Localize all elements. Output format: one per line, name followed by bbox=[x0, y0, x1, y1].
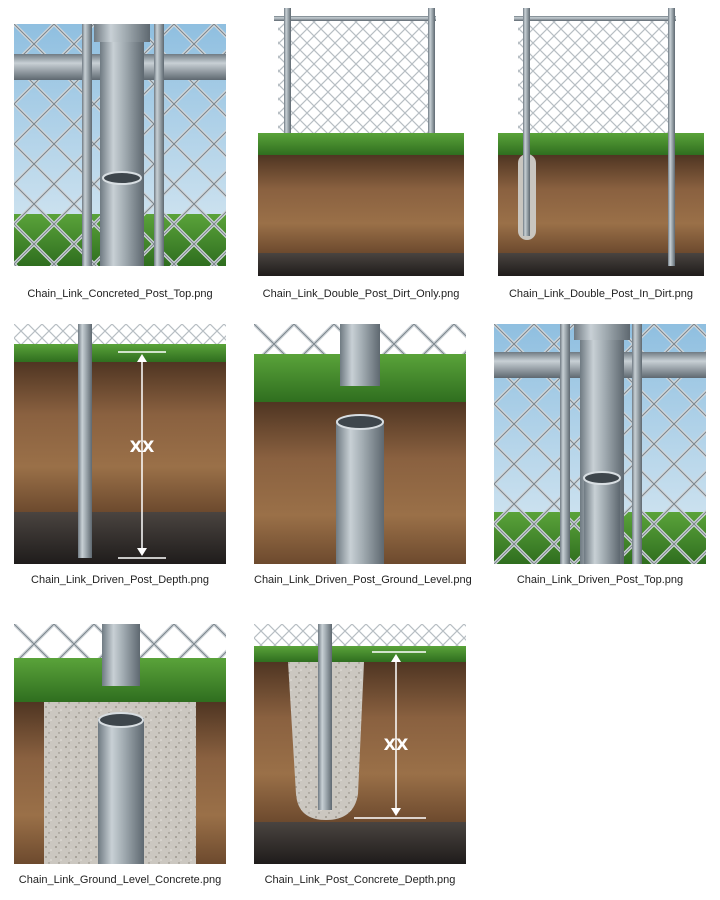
image-thumbnail[interactable] bbox=[258, 8, 464, 278]
post-ground-level-illustration bbox=[254, 324, 466, 564]
image-thumbnail[interactable] bbox=[14, 24, 226, 266]
image-thumbnail[interactable] bbox=[498, 8, 704, 278]
image-filename: Chain_Link_Double_Post_In_Dirt.png bbox=[508, 288, 694, 300]
concrete-depth-illustration: XX bbox=[254, 624, 466, 864]
fence-post-top-illustration bbox=[14, 24, 226, 266]
image-filename: Chain_Link_Concreted_Post_Top.png bbox=[27, 288, 213, 300]
post-depth-illustration: XX bbox=[14, 324, 226, 564]
image-thumbnail[interactable] bbox=[14, 624, 226, 864]
gallery-item-double-post-in-dirt[interactable]: Chain_Link_Double_Post_In_Dirt.png bbox=[498, 8, 704, 304]
image-thumbnail[interactable]: XX bbox=[254, 624, 466, 864]
image-filename: Chain_Link_Post_Concrete_Depth.png bbox=[264, 874, 456, 886]
gallery-item-post-concrete-depth[interactable]: XX Chain_Link_Post_Concrete_Depth.png bbox=[254, 624, 466, 888]
image-filename: Chain_Link_Driven_Post_Ground_Level.png bbox=[254, 574, 472, 586]
image-filename: Chain_Link_Driven_Post_Top.png bbox=[516, 574, 684, 586]
image-thumbnail[interactable]: XX bbox=[14, 324, 226, 564]
depth-label: XX bbox=[130, 437, 155, 456]
gallery-item-concreted-post-top[interactable]: Chain_Link_Concreted_Post_Top.png bbox=[14, 24, 226, 304]
gallery-item-driven-post-top[interactable]: Chain_Link_Driven_Post_Top.png bbox=[494, 324, 706, 588]
depth-label: XX bbox=[384, 735, 409, 754]
fence-post-top-illustration bbox=[494, 324, 706, 564]
concrete-footing-illustration bbox=[14, 624, 226, 864]
fence-cross-section-illustration bbox=[498, 8, 704, 278]
image-thumbnail[interactable] bbox=[254, 324, 466, 564]
gallery-item-driven-post-ground-level[interactable]: Chain_Link_Driven_Post_Ground_Level.png bbox=[254, 324, 472, 588]
image-filename: Chain_Link_Driven_Post_Depth.png bbox=[31, 574, 209, 586]
image-thumbnail[interactable] bbox=[494, 324, 706, 564]
image-filename: Chain_Link_Ground_Level_Concrete.png bbox=[18, 874, 222, 886]
fence-cross-section-illustration bbox=[258, 8, 464, 278]
gallery-item-driven-post-depth[interactable]: XX Chain_Link_Driven_Post_Depth.png bbox=[14, 324, 226, 588]
gallery-item-ground-level-concrete[interactable]: Chain_Link_Ground_Level_Concrete.png bbox=[14, 624, 226, 888]
gallery-item-double-post-dirt-only[interactable]: Chain_Link_Double_Post_Dirt_Only.png bbox=[258, 8, 464, 304]
image-filename: Chain_Link_Double_Post_Dirt_Only.png bbox=[262, 288, 460, 300]
